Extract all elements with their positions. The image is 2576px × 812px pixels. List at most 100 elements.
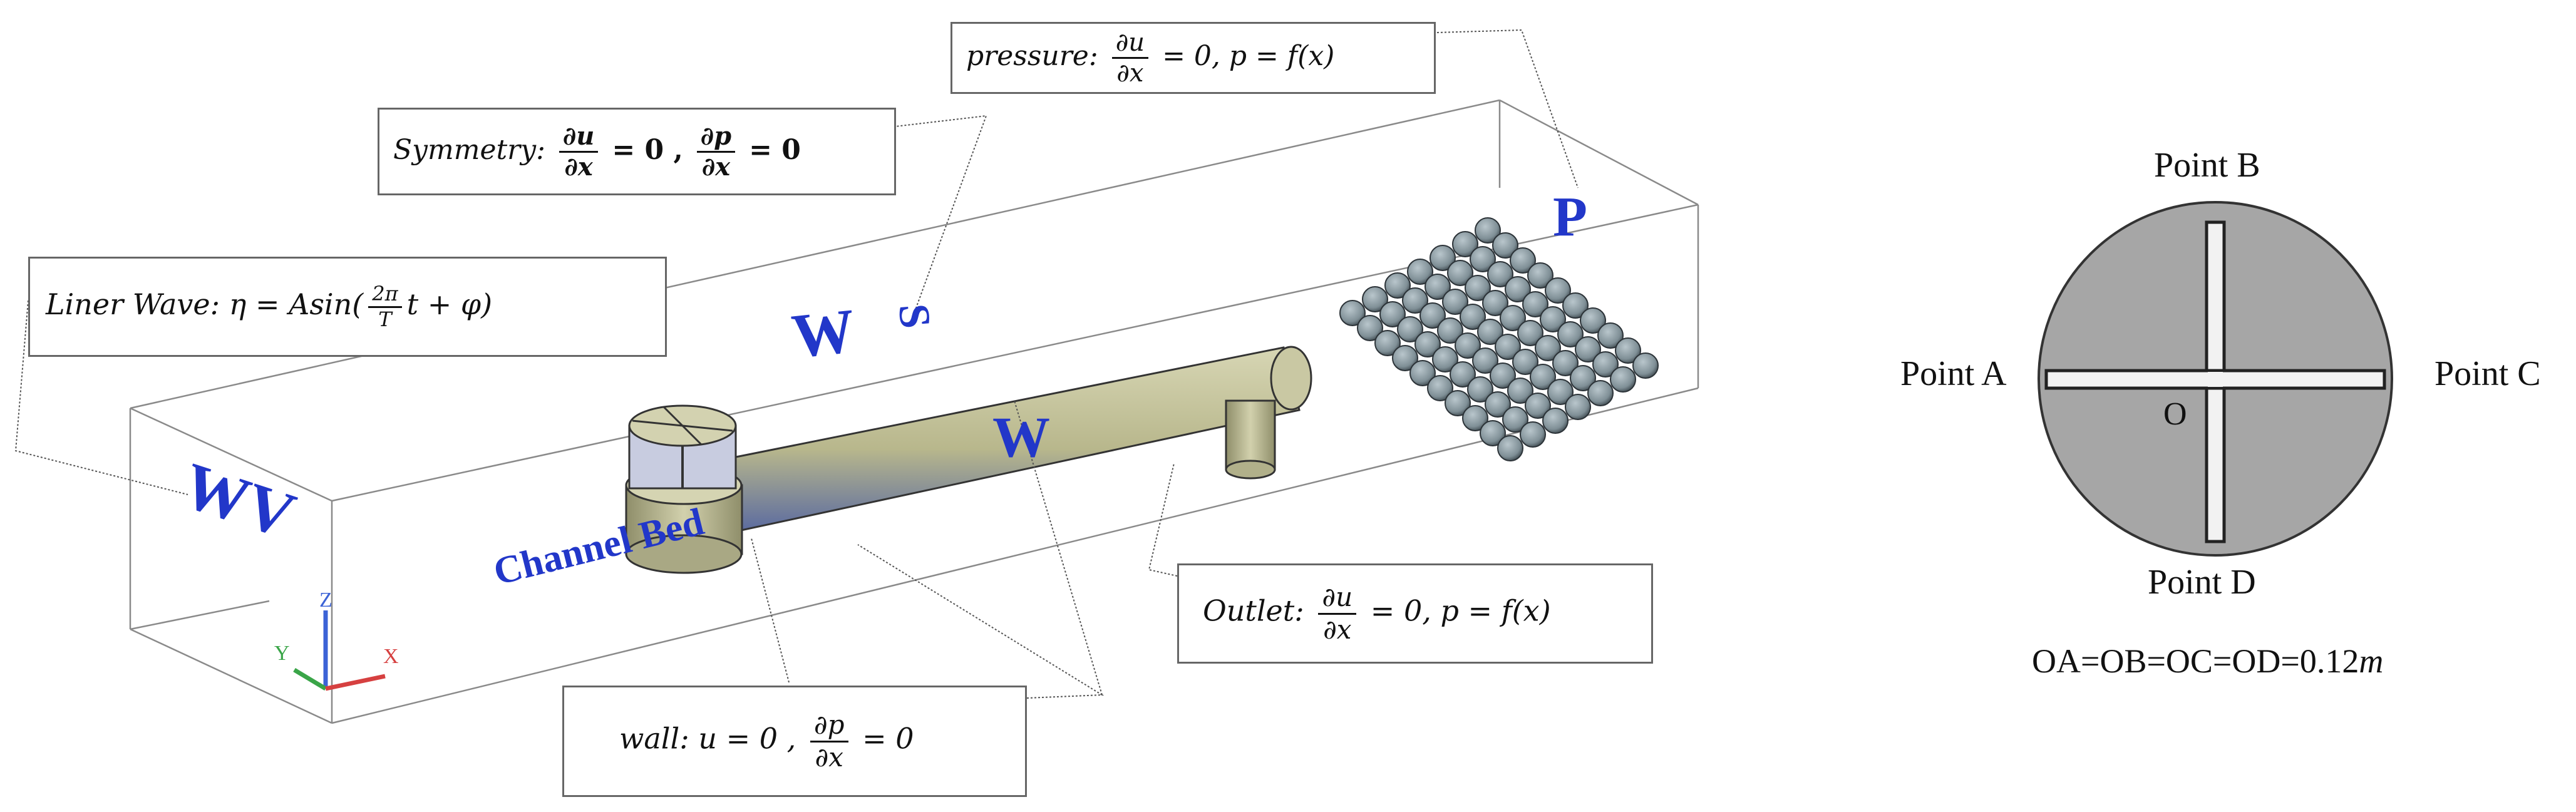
axis-x-label: X (383, 645, 399, 668)
block-pile (1339, 217, 1659, 461)
armour-block (1407, 259, 1433, 285)
armour-block (1472, 347, 1498, 374)
pipeline (625, 346, 1312, 574)
armour-block (1565, 394, 1591, 420)
wall-label: wall (619, 722, 680, 756)
point-b-label: Point B (2154, 146, 2260, 185)
armour-block (1470, 246, 1496, 272)
armour-block (1540, 306, 1566, 332)
armour-block (1505, 276, 1531, 302)
armour-block (1455, 332, 1481, 359)
channel-box (129, 99, 1699, 724)
axis-triad (293, 610, 386, 691)
frac-du: ∂u (1318, 583, 1357, 615)
armour-block (1552, 350, 1579, 376)
w-pipe-label: W (992, 405, 1050, 469)
armour-block (1632, 352, 1659, 379)
armour-block (1525, 393, 1551, 419)
armour-block (1517, 320, 1543, 346)
armour-block (1557, 321, 1584, 347)
armour-block (1414, 331, 1441, 357)
armour-block (1442, 289, 1468, 315)
armour-block (1575, 336, 1601, 362)
armour-block (1492, 232, 1518, 259)
frac-dx: ∂x (1323, 614, 1352, 645)
armour-block (1502, 406, 1528, 433)
radius-caption-unit: m (2359, 642, 2384, 680)
s-label: S (889, 302, 940, 331)
frac-dx: ∂x (815, 741, 843, 773)
armour-block (1445, 390, 1471, 416)
axis-z-label: Z (319, 588, 332, 612)
radius-caption-text: OA=OB=OC=OD=0.12 (2032, 642, 2359, 680)
armour-block (1450, 361, 1476, 388)
outlet-equation: = 0, p = f(x) (1370, 594, 1551, 628)
symmetry-condition-box: Symmetry: ∂u∂x = 0 , ∂p∂x = 0 (378, 108, 896, 195)
armour-block (1427, 375, 1453, 401)
liner-wave-eq-pre: : η = Asin( (210, 287, 364, 321)
armour-block (1477, 319, 1503, 345)
armour-block (1384, 272, 1411, 299)
armour-block (1362, 286, 1388, 312)
armour-block (1500, 305, 1526, 331)
armour-block (1392, 345, 1418, 371)
armour-block (1597, 322, 1624, 349)
armour-block (1510, 247, 1536, 274)
wall-condition-box: wall: u = 0 , ∂p∂x = 0 (562, 686, 1027, 797)
armour-block (1535, 335, 1561, 361)
armour-block (1419, 302, 1446, 329)
frac-dx: ∂x (701, 152, 731, 182)
armour-block (1542, 408, 1569, 434)
armour-block (1397, 316, 1423, 342)
frac-2pi: 2π (368, 283, 402, 308)
axis-y-label: Y (274, 642, 290, 665)
armour-block (1545, 277, 1571, 304)
armour-block (1475, 217, 1501, 244)
frac-T: T (378, 307, 392, 331)
armour-block (1425, 274, 1451, 300)
armour-block (1522, 291, 1548, 317)
armour-block (1497, 435, 1523, 461)
armour-block (1512, 349, 1538, 375)
armour-block (1592, 351, 1619, 378)
liner-wave-label: Liner Wave (46, 287, 210, 321)
armour-block (1570, 365, 1596, 391)
armour-block (1452, 231, 1478, 257)
cross-section (2038, 201, 2393, 557)
armour-block (1507, 378, 1533, 404)
armour-block (1402, 287, 1428, 314)
pressure-equation: = 0, p = f(x) (1162, 40, 1335, 72)
armour-block (1495, 334, 1521, 360)
armour-block (1482, 290, 1508, 316)
armour-block (1430, 245, 1456, 271)
armour-block (1339, 300, 1366, 326)
armour-block (1462, 405, 1488, 431)
frac-dx: ∂x (564, 152, 593, 182)
armour-block (1547, 379, 1574, 405)
armour-block (1379, 301, 1406, 327)
symmetry-eq1: = 0 , (612, 133, 683, 166)
armour-block (1610, 366, 1636, 393)
point-a-label: Point A (1900, 354, 2007, 393)
pressure-condition-box: pressure: ∂u∂x = 0, p = f(x) (951, 22, 1436, 94)
armour-block (1465, 275, 1491, 301)
armour-block (1520, 421, 1546, 448)
armour-block (1480, 420, 1506, 446)
armour-block (1490, 362, 1516, 389)
symmetry-eq2: = 0 (749, 133, 801, 166)
pressure-label: pressure (966, 40, 1089, 72)
frac-dp: ∂p (696, 123, 736, 153)
armour-block (1487, 261, 1513, 287)
radius-caption: OA=OB=OC=OD=0.12m (2032, 642, 2383, 681)
frac-du: ∂u (1111, 29, 1149, 59)
frac-du: ∂u (559, 123, 599, 153)
armour-block (1447, 260, 1473, 286)
wall-eq-pre: : u = 0 , (679, 722, 796, 756)
w-top-label: W (788, 296, 858, 371)
armour-block (1357, 315, 1383, 341)
armour-block (1527, 262, 1553, 289)
origin-label: O (2163, 396, 2187, 432)
